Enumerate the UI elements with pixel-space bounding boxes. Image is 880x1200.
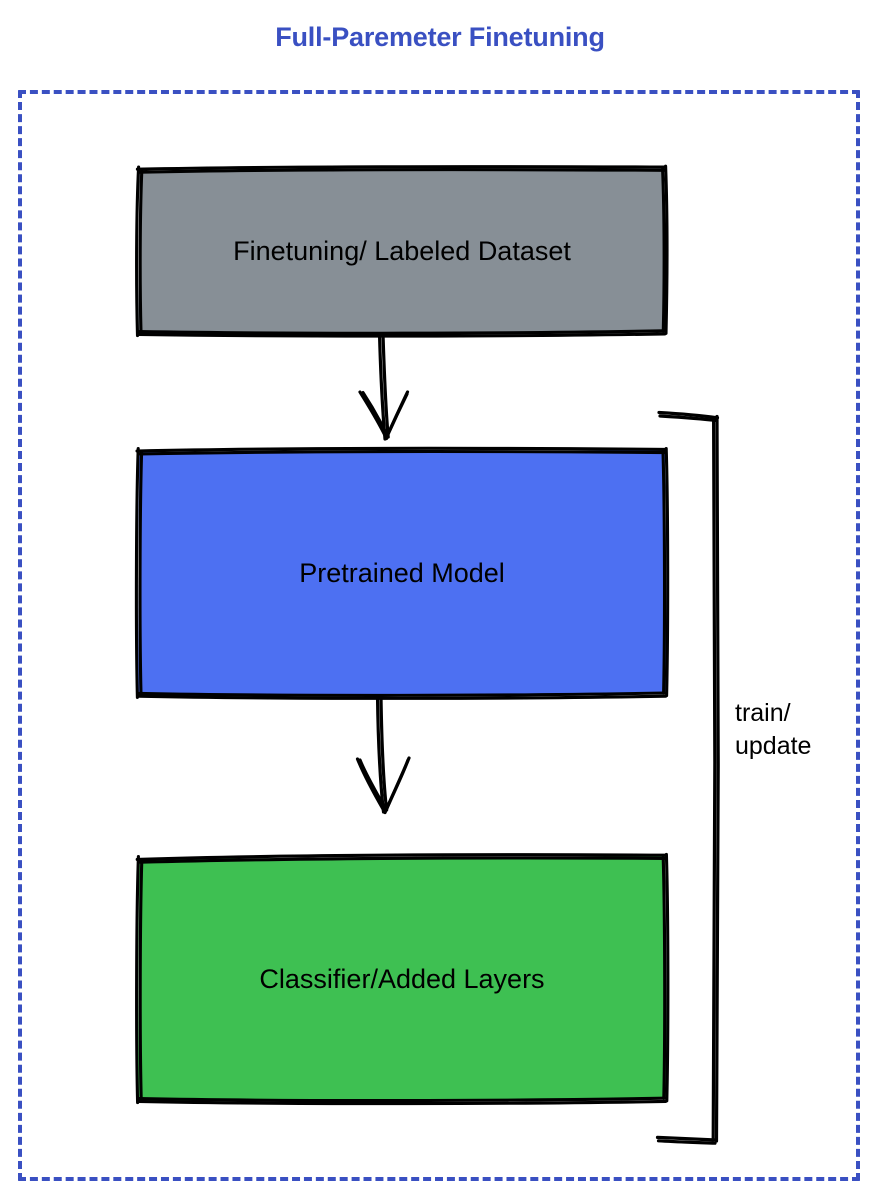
dashed-boundary-frame [18, 90, 860, 1181]
edge-label-train-update: train/ update [735, 697, 865, 763]
node-pretrained-sketch-outline [134, 446, 670, 700]
page-title: Full-Paremeter Finetuning [275, 22, 605, 52]
node-classifier-sketch-outline [135, 852, 670, 1106]
node-pretrained-label: Pretrained Model [299, 557, 505, 588]
node-finetuning-labeled-dataset[interactable]: Finetuning/ Labeled Dataset [135, 164, 669, 338]
node-classifier-label: Classifier/Added Layers [259, 963, 545, 994]
edge-label-train-update-line1: train/ [735, 699, 791, 727]
edge-label-train-update-line2: update [735, 732, 812, 760]
node-dataset-sketch-outline [135, 164, 669, 338]
node-dataset-label: Finetuning/ Labeled Dataset [233, 235, 571, 266]
node-classifier-added-layers[interactable]: Classifier/Added Layers [135, 852, 670, 1106]
node-pretrained-model[interactable]: Pretrained Model [134, 446, 670, 700]
